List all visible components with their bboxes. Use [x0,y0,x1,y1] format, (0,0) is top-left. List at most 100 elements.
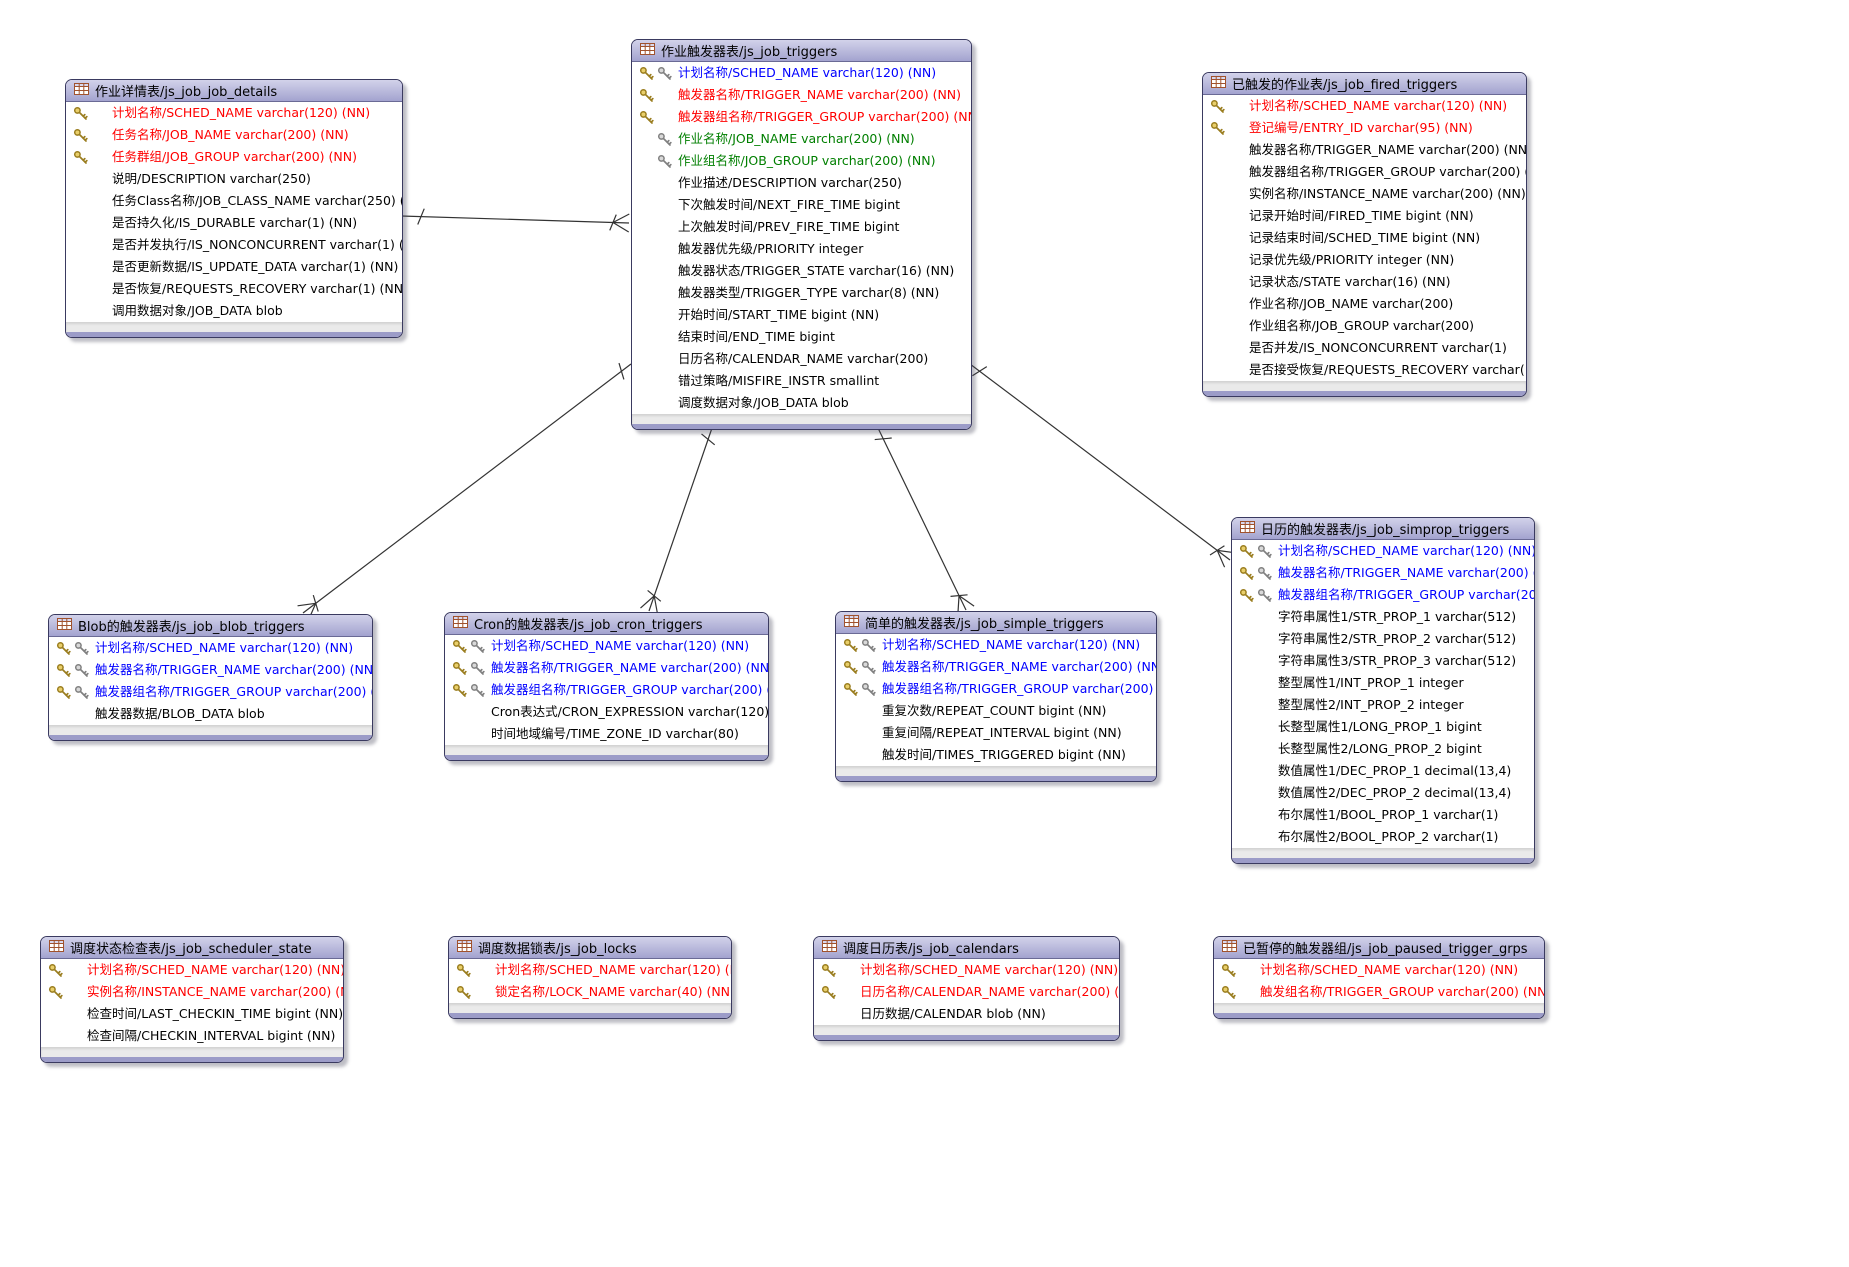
relation-js_job_job_details-js_job_triggers [400,208,630,233]
entity-table-js_job_paused_trigger_grps[interactable]: 已暂停的触发器组/js_job_paused_trigger_grps 计划名称… [1213,936,1545,1019]
foreign-key-slot [657,198,672,213]
foreign-key-slot [91,106,106,121]
field-row: 字符串属性1/STR_PROP_1 varchar(512) [1232,606,1534,628]
gold-key-icon [456,963,471,977]
field-row: 记录开始时间/FIRED_TIME bigint (NN) [1203,205,1526,227]
entity-table-js_job_locks[interactable]: 调度数据锁表/js_job_locks 计划名称/SCHED_NAME varc… [448,936,732,1019]
field-label: 记录优先级/PRIORITY integer (NN) [1249,252,1455,267]
primary-key-slot [1239,830,1254,845]
table-icon [640,42,655,59]
field-row: 计划名称/SCHED_NAME varchar(120) (NN) [814,959,1119,981]
gold-key-icon [456,985,471,999]
field-row: 触发器组名称/TRIGGER_GROUP varchar(200) (NN) [632,106,971,128]
field-label: 检查时间/LAST_CHECKIN_TIME bigint (NN) [87,1006,344,1021]
foreign-key-slot [861,748,876,763]
primary-key-slot [639,374,654,389]
entity-table-header[interactable]: 调度日历表/js_job_calendars [814,937,1119,959]
primary-key-slot [639,154,654,169]
primary-key-slot [1210,187,1225,202]
foreign-key-slot [1257,698,1272,713]
gold-key-icon [452,639,467,653]
silver-key-icon [74,641,89,655]
primary-key-slot [73,194,88,209]
entity-table-header[interactable]: 调度数据锁表/js_job_locks [449,937,731,959]
primary-key-slot [48,1007,63,1022]
entity-table-header[interactable]: 日历的触发器表/js_job_simprop_triggers [1232,518,1534,540]
foreign-key-slot [657,374,672,389]
primary-key-slot [452,661,467,676]
entity-table-js_job_simprop_triggers[interactable]: 日历的触发器表/js_job_simprop_triggers 计划名称/SCH… [1231,517,1535,864]
entity-table-fields: 计划名称/SCHED_NAME varchar(120) (NN) 任务名称/J… [66,102,402,322]
entity-table-fields: 计划名称/SCHED_NAME varchar(120) (NN) 日历名称/C… [814,959,1119,1025]
primary-key-slot [639,88,654,103]
field-row: 计划名称/SCHED_NAME varchar(120) (NN) [449,959,731,981]
foreign-key-slot [1228,121,1243,136]
entity-table-header[interactable]: 作业详情表/js_job_job_details [66,80,402,102]
foreign-key-slot [1228,165,1243,180]
gold-key-icon [56,685,71,699]
entity-table-js_job_triggers[interactable]: 作业触发器表/js_job_triggers 计划名称/SCHED_NAME v… [631,39,972,430]
foreign-key-slot [657,110,672,125]
field-row: 调度数据对象/JOB_DATA blob [632,392,971,414]
entity-table-header[interactable]: 作业触发器表/js_job_triggers [632,40,971,62]
foreign-key-slot [74,707,89,722]
primary-key-slot [452,705,467,720]
field-row: 整型属性2/INT_PROP_2 integer [1232,694,1534,716]
field-label: 数值属性1/DEC_PROP_1 decimal(13,4) [1278,763,1512,778]
entity-table-header[interactable]: 已触发的作业表/js_job_fired_triggers [1203,73,1526,95]
field-label: 触发器名称/TRIGGER_NAME varchar(200) (NN) [882,659,1157,674]
entity-table-js_job_fired_triggers[interactable]: 已触发的作业表/js_job_fired_triggers 计划名称/SCHED… [1202,72,1527,397]
silver-key-icon [657,154,672,168]
foreign-key-slot [66,963,81,978]
entity-table-header[interactable]: 已暂停的触发器组/js_job_paused_trigger_grps [1214,937,1544,959]
entity-table-js_job_blob_triggers[interactable]: Blob的触发器表/js_job_blob_triggers 计划名称/SCHE… [48,614,373,741]
primary-key-slot [1210,99,1225,114]
field-label: 作业组名称/JOB_GROUP varchar(200) (NN) [678,153,936,168]
field-label: 计划名称/SCHED_NAME varchar(120) (NN) [882,637,1141,652]
primary-key-slot [1239,808,1254,823]
field-label: 是否并发执行/IS_NONCONCURRENT varchar(1) (NN) [112,237,403,252]
entity-table-footer [1232,848,1534,858]
entity-table-title: 已暂停的触发器组/js_job_paused_trigger_grps [1243,942,1528,957]
entity-table-header[interactable]: Blob的触发器表/js_job_blob_triggers [49,615,372,637]
entity-table-js_job_cron_triggers[interactable]: Cron的触发器表/js_job_cron_triggers 计划名称/SCHE… [444,612,769,761]
entity-table-js_job_calendars[interactable]: 调度日历表/js_job_calendars 计划名称/SCHED_NAME v… [813,936,1120,1041]
entity-table-bottom-bar [49,735,372,740]
primary-key-slot [48,985,63,1000]
table-icon [49,939,64,956]
field-row: 计划名称/SCHED_NAME varchar(120) (NN) [66,102,402,124]
field-row: 结束时间/END_TIME bigint [632,326,971,348]
gold-key-icon [56,663,71,677]
table-grid-icon [49,939,64,952]
entity-table-js_job_simple_triggers[interactable]: 简单的触发器表/js_job_simple_triggers 计划名称/SCHE… [835,611,1157,782]
gold-key-icon [1239,588,1254,602]
entity-table-js_job_job_details[interactable]: 作业详情表/js_job_job_details 计划名称/SCHED_NAME… [65,79,403,338]
table-icon [844,614,859,631]
field-row: 触发器名称/TRIGGER_NAME varchar(200) (NN) [49,659,372,681]
primary-key-slot [1239,698,1254,713]
field-row: 触发器优先级/PRIORITY integer [632,238,971,260]
entity-table-title: 简单的触发器表/js_job_simple_triggers [865,617,1104,632]
field-row: 计划名称/SCHED_NAME varchar(120) (NN) [49,637,372,659]
silver-key-icon [861,660,876,674]
entity-table-bottom-bar [814,1035,1119,1040]
field-row: 触发器名称/TRIGGER_NAME varchar(200) (NN) [445,657,768,679]
entity-table-header[interactable]: 简单的触发器表/js_job_simple_triggers [836,612,1156,634]
field-label: 触发器类型/TRIGGER_TYPE varchar(8) (NN) [678,285,940,300]
field-row: 下次触发时间/NEXT_FIRE_TIME bigint [632,194,971,216]
field-label: 调用数据对象/JOB_DATA blob [112,303,283,318]
entity-table-header[interactable]: Cron的触发器表/js_job_cron_triggers [445,613,768,635]
silver-key-icon [470,639,485,653]
field-label: 触发组名称/TRIGGER_GROUP varchar(200) (NN) [1260,984,1545,999]
entity-table-bottom-bar [1232,858,1534,863]
foreign-key-slot [91,238,106,253]
field-label: 计划名称/SCHED_NAME varchar(120) (NN) [495,962,732,977]
gold-key-icon [1239,544,1254,558]
field-label: 字符串属性2/STR_PROP_2 varchar(512) [1278,631,1517,646]
foreign-key-slot [657,132,672,147]
entity-table-fields: 计划名称/SCHED_NAME varchar(120) (NN) 登记编号/E… [1203,95,1526,381]
entity-table-fields: 计划名称/SCHED_NAME varchar(120) (NN) 锁定名称/L… [449,959,731,1003]
entity-table-js_job_scheduler_state[interactable]: 调度状态检查表/js_job_scheduler_state 计划名称/SCHE… [40,936,344,1063]
primary-key-slot [1239,720,1254,735]
entity-table-header[interactable]: 调度状态检查表/js_job_scheduler_state [41,937,343,959]
